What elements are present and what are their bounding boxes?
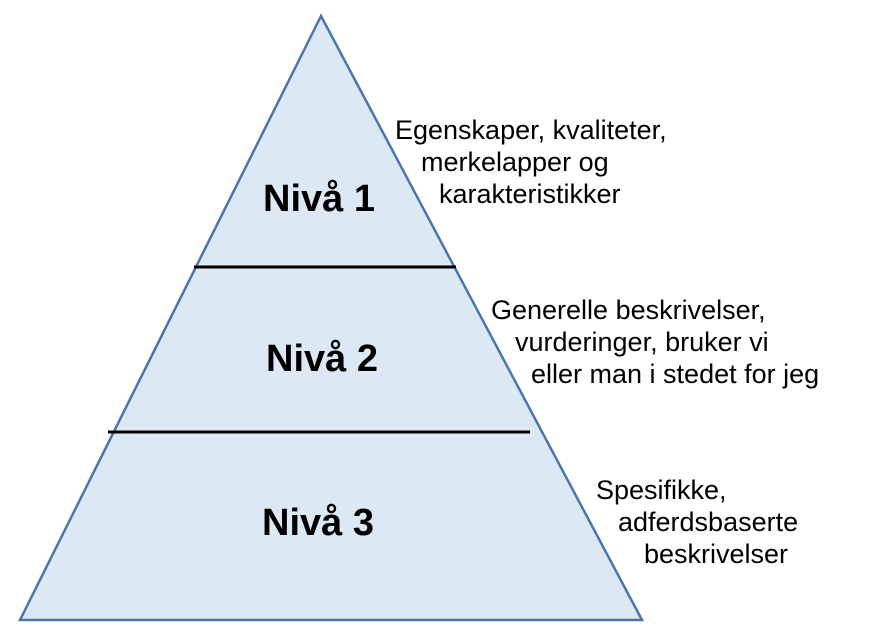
level-2-label: Nivå 2 <box>266 338 378 380</box>
level-1-description-line: merkelapper og <box>421 147 609 177</box>
level-2-description-line: vurderinger, bruker vi <box>515 327 769 357</box>
level-1-description-line: karakteristikker <box>439 179 621 209</box>
level-3-description-line: beskrivelser <box>644 539 789 569</box>
level-3-description-line: adferdsbaserte <box>618 507 799 537</box>
level-3-label: Nivå 3 <box>262 502 374 544</box>
level-3-description: Spesifikke, adferdsbaserte beskrivelser <box>596 474 798 570</box>
pyramid-triangle <box>17 13 645 622</box>
level-1-description: Egenskaper, kvaliteter, merkelapper og k… <box>395 114 667 210</box>
level-2-description-line: eller man i stedet for jeg <box>531 359 820 389</box>
level-3-description-line: Spesifikke, <box>596 475 727 505</box>
level-2-description: Generelle beskrivelser, vurderinger, bru… <box>491 294 819 390</box>
level-2-description-line: Generelle beskrivelser, <box>491 295 766 325</box>
level-1-label: Nivå 1 <box>263 178 375 220</box>
level-1-description-line: Egenskaper, kvaliteter, <box>395 115 667 145</box>
